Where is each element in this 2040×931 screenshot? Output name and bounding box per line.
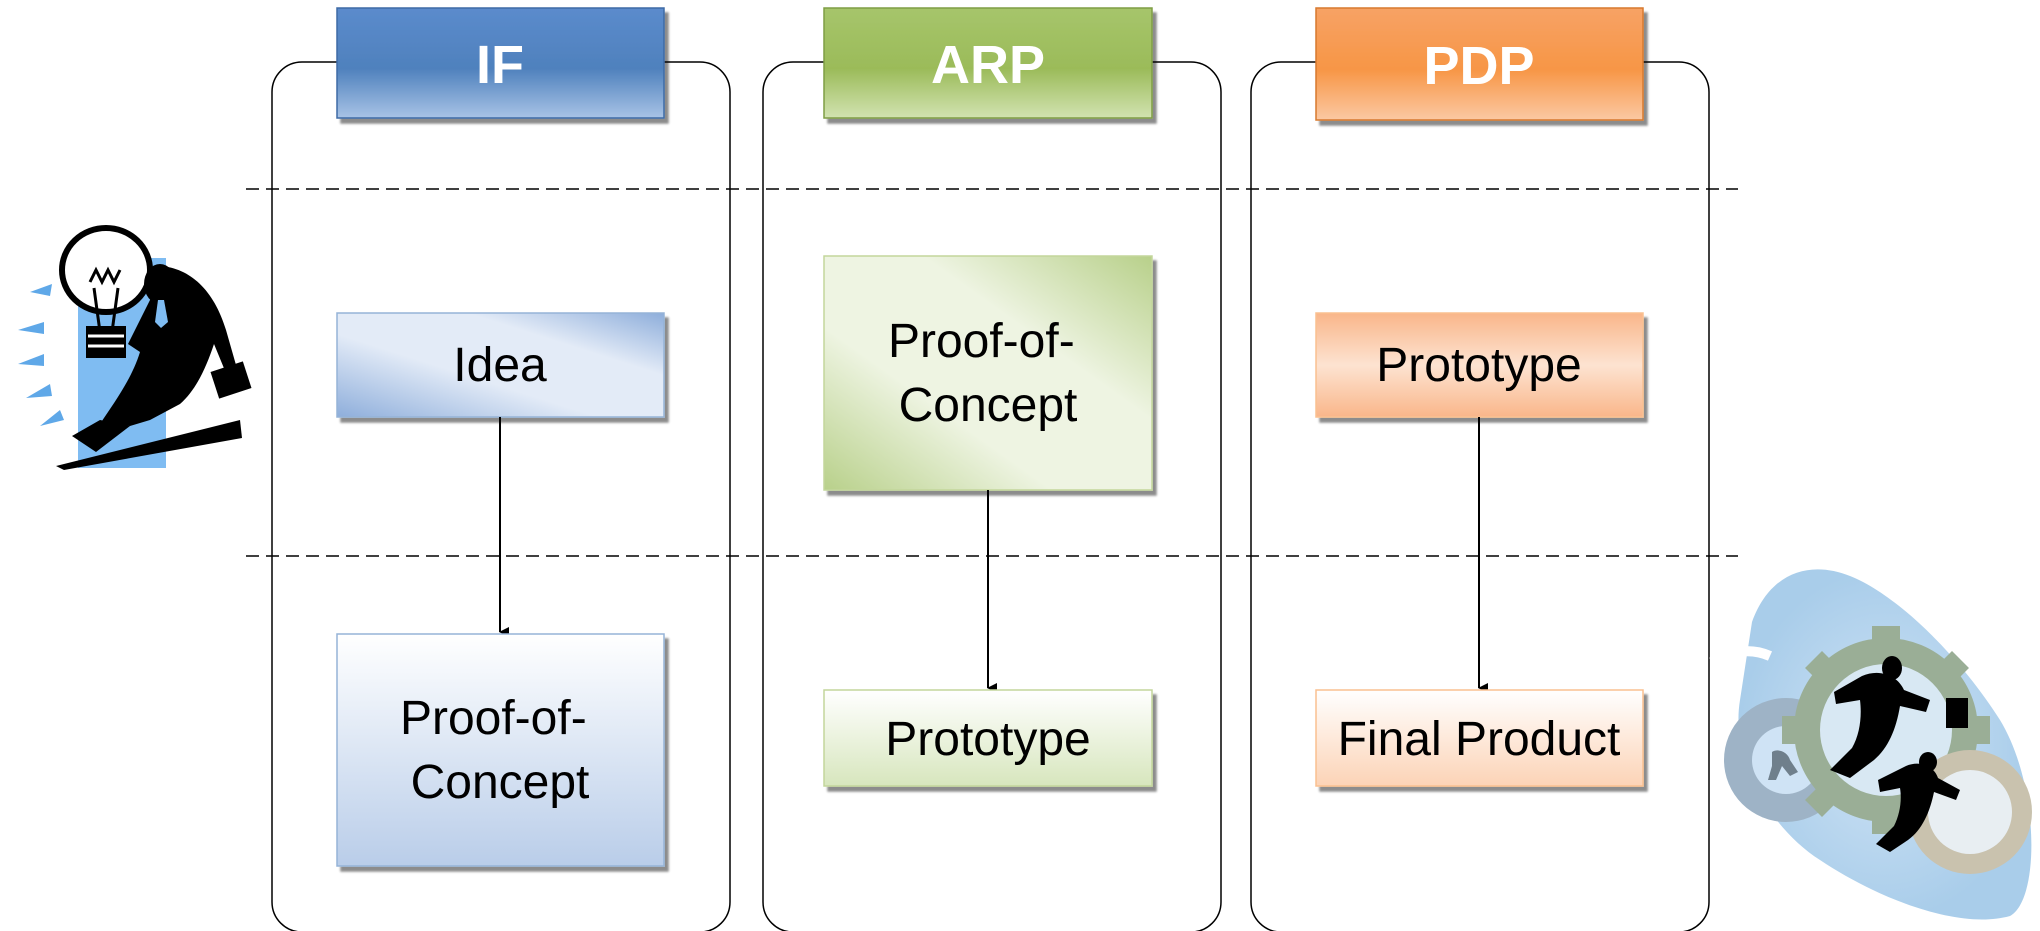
box-final-product xyxy=(1315,689,1644,787)
header-arp-label: ARP xyxy=(931,35,1045,95)
header-arp xyxy=(823,7,1153,119)
box-prototype-pdp xyxy=(1315,312,1644,418)
box-poc-if-line1: Proof-of- xyxy=(400,692,587,745)
box-prototype-arp xyxy=(823,689,1153,787)
header-pdp-label: PDP xyxy=(1423,36,1534,96)
box-idea xyxy=(336,312,665,418)
box-poc-arp-label: Proof-of- Concept xyxy=(888,315,1088,432)
header-pdp xyxy=(1315,7,1644,121)
box-prototype-arp-label: Prototype xyxy=(885,713,1090,766)
box-poc-arp-line2: Concept xyxy=(899,379,1078,432)
box-poc-if xyxy=(336,633,665,867)
box-idea-label: Idea xyxy=(453,339,547,392)
box-prototype-pdp-label: Prototype xyxy=(1376,339,1581,392)
box-poc-arp-line1: Proof-of- xyxy=(888,315,1075,368)
box-final-product-label: Final Product xyxy=(1338,713,1621,766)
box-poc-if-line2: Concept xyxy=(411,756,590,809)
header-if-label: IF xyxy=(476,35,524,95)
box-poc-if-label: Proof-of- Concept xyxy=(400,692,600,809)
header-if xyxy=(336,7,665,119)
column-frame-arp xyxy=(762,61,1222,931)
business-gears-runners-icon xyxy=(1709,569,2032,920)
box-poc-arp xyxy=(823,255,1153,491)
idea-lightbulb-businessman-icon xyxy=(18,225,252,470)
